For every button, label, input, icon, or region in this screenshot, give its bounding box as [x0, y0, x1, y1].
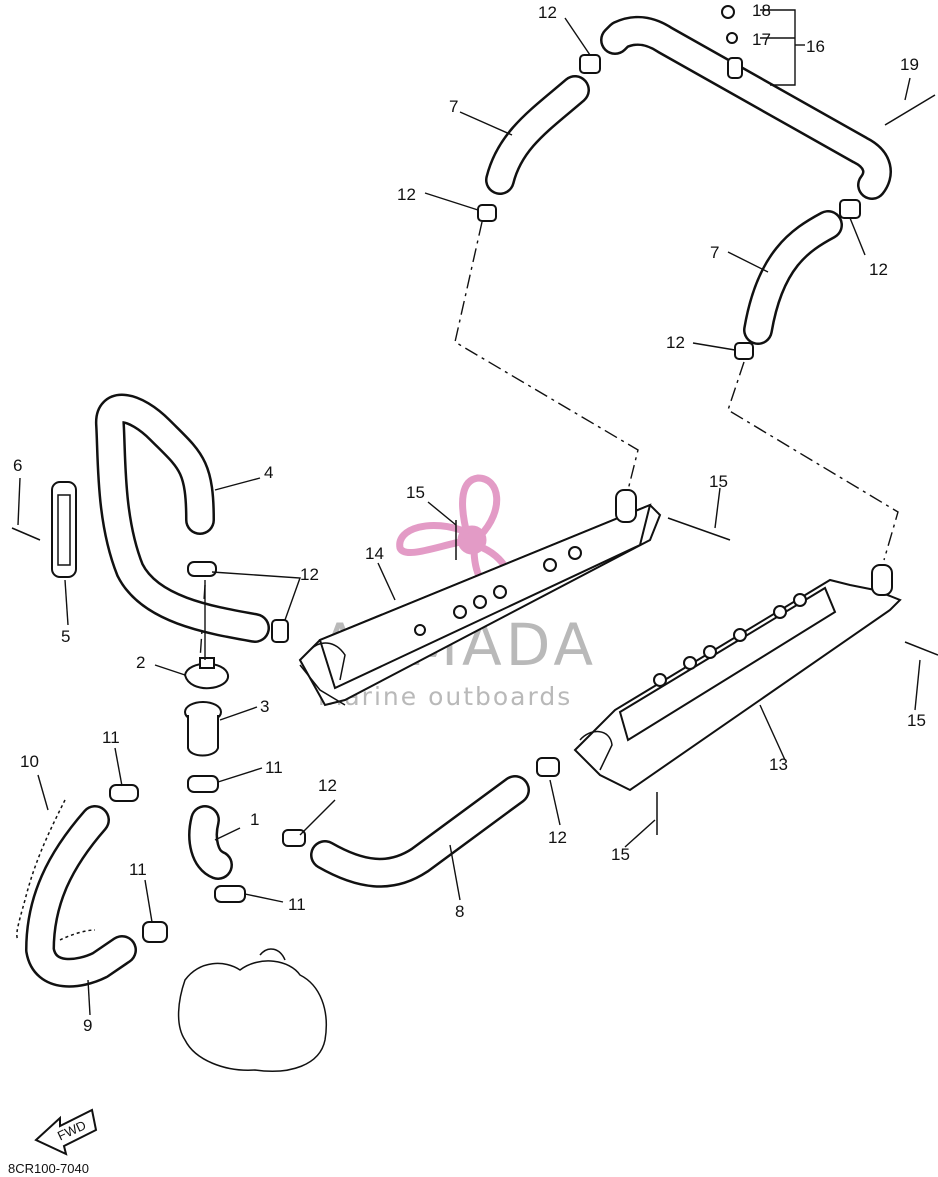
callout-11-a: 11: [102, 728, 120, 747]
engine-housing: [177, 948, 327, 1072]
leader-lines: [17, 9, 921, 1016]
fwd-arrow: FWD: [34, 1108, 98, 1156]
callout-15-d: 15: [611, 845, 630, 864]
callout-11-b: 11: [265, 758, 283, 777]
hose-16-upper-pipe: [600, 15, 892, 200]
hose-4-u-pipe: [95, 393, 270, 643]
callout-12-top: 12: [538, 3, 557, 22]
rail-13: [573, 564, 902, 792]
callout-12-lower-left: 12: [318, 776, 337, 795]
callout-7-upper: 7: [449, 97, 458, 116]
clamps-11: [109, 775, 246, 943]
callout-3: 3: [260, 697, 269, 716]
callout-12-mid-right: 12: [666, 333, 685, 352]
hose-7-upper-left: [485, 75, 590, 195]
callout-15-c: 15: [907, 711, 926, 730]
spring-10: [16, 799, 96, 941]
callout-7-right: 7: [710, 243, 719, 262]
thermostat-housing-3: [184, 701, 222, 757]
assembly-lines: [199, 221, 899, 661]
callouts: 1 2 3 4 5 6 7 7 8 9 10 11 11 11 11 12 12…: [13, 1, 926, 1035]
callout-12-mid-left: 12: [300, 565, 319, 584]
callout-12-upper-right: 12: [869, 260, 888, 279]
callout-12-lower-right: 12: [548, 828, 567, 847]
hose-7-upper-right: [743, 210, 843, 345]
callout-11-d: 11: [288, 895, 306, 914]
callout-10: 10: [20, 752, 39, 771]
callout-5: 5: [61, 627, 70, 646]
hose-8-long: [310, 775, 530, 888]
callout-16: 16: [806, 37, 825, 56]
hose-1-short: [188, 805, 233, 880]
thermostat-cap-2: [183, 657, 229, 690]
clamps-12: [187, 54, 861, 847]
callout-4: 4: [264, 463, 273, 482]
callout-11-c: 11: [129, 860, 147, 879]
screws: [11, 5, 938, 835]
diagram-code: 8CR100-7040: [8, 1161, 89, 1176]
callout-15-a: 15: [406, 483, 425, 502]
hose-9-bent: [25, 805, 137, 988]
callout-2: 2: [136, 653, 145, 672]
callout-17: 17: [752, 30, 771, 49]
callout-8: 8: [455, 902, 464, 921]
callout-1: 1: [250, 810, 259, 829]
rail-14: [298, 489, 662, 707]
callout-18: 18: [752, 1, 771, 20]
callout-13: 13: [769, 755, 788, 774]
callout-15-b: 15: [709, 472, 728, 491]
bracket-5: [51, 481, 77, 578]
callout-6: 6: [13, 456, 22, 475]
callout-19: 19: [900, 55, 919, 74]
callout-9: 9: [83, 1016, 92, 1035]
callout-14: 14: [365, 544, 384, 563]
callout-12-upper-left: 12: [397, 185, 416, 204]
